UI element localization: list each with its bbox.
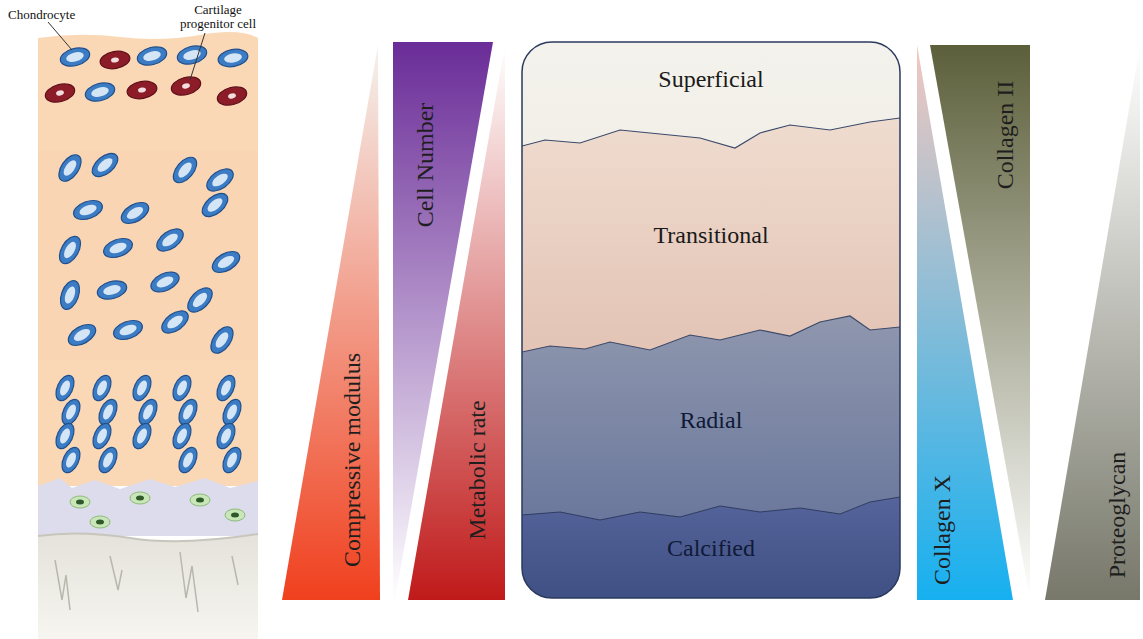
cell [65,320,99,350]
cell [126,79,158,101]
cell [54,151,85,185]
cell [90,516,110,528]
cell [95,397,120,428]
wedge-label: Metabolic rate [465,400,489,539]
cell [225,509,245,521]
cell [71,197,105,223]
tidemark [38,533,258,541]
part-label: Cartilage progenitor cell [172,3,264,30]
cell [203,164,237,195]
wedge-label: Compressive modulus [340,353,364,567]
cell [88,149,122,181]
cell [206,323,237,357]
zone-label: Superficial [522,66,900,92]
wedge-shape [282,45,380,600]
zone-band: Superficial [522,42,900,134]
cell [43,81,76,105]
cell [183,283,216,316]
cell [158,306,192,337]
cell [130,492,150,504]
cell [209,247,243,277]
cell [58,397,83,428]
wedge-label: Collagen II [993,81,1017,190]
matrix-shade [38,150,258,360]
gradient-wedge: Metabolic rate [408,45,505,600]
leader-line [190,33,205,80]
cell [58,45,91,69]
cell [175,397,200,428]
cell [118,198,152,228]
gradient-wedge: Proteoglycan [1045,45,1140,600]
cell [148,268,182,296]
cell [95,445,120,476]
cell [57,278,83,312]
cell [55,233,85,267]
part-label: Chondrocyte [8,8,75,22]
cell [111,317,145,343]
cell [83,80,116,104]
cell [135,397,160,428]
cell [190,494,210,506]
cell [215,84,248,108]
bone-texture [55,552,238,612]
zone-box-border [522,42,900,598]
cell [99,49,131,71]
cell [169,74,202,98]
zone-band: Radial [522,355,900,495]
gradient-wedge: Compressive modulus [282,45,380,600]
cartilage-matrix [38,32,258,486]
bone [38,533,258,639]
cell [198,189,232,221]
cell [169,153,201,187]
cell [175,445,200,476]
zone-label: Radial [522,407,900,433]
wedge-label: Cell Number [413,103,437,228]
cell [175,43,208,67]
cell [70,496,90,508]
cell [219,397,244,428]
wedge-label: Collagen X [930,475,954,585]
cells [43,43,249,528]
cell [217,47,249,69]
wedge-label: Proteoglycan [1105,452,1129,579]
leader-line [48,22,72,50]
gradient-wedge: Collagen II [930,45,1030,600]
cell [58,445,83,476]
cell [153,224,187,255]
cell [101,235,135,261]
cell [219,445,244,476]
zone-box [522,42,900,598]
cell [129,421,154,452]
cell [95,278,128,302]
wedge-shape [408,45,505,600]
zone-label: Transitional [522,222,900,248]
zone-label: Calcified [522,535,900,561]
zone-band: Calcified [522,520,900,596]
cell [135,44,168,68]
zone-band: Transitional [522,150,900,325]
calcified-layer [38,478,258,536]
